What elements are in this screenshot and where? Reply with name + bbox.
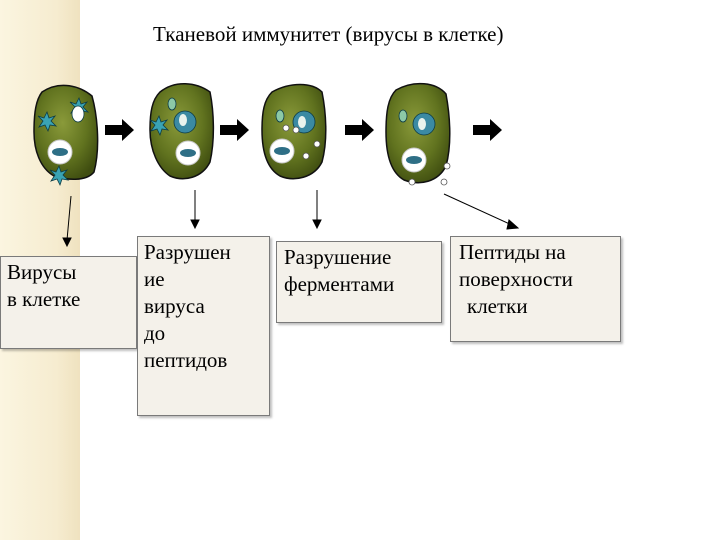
label-line: Разрушен [144, 240, 231, 264]
label-line: ие [144, 267, 165, 291]
label-line: клетки [467, 294, 528, 318]
label-line: вируса [144, 294, 205, 318]
label-enzyme-destruction: Разрушение ферментами [276, 241, 442, 323]
vesicle-icon [167, 97, 177, 111]
inclusion-icon [269, 138, 295, 164]
label-line: Пептиды на [459, 240, 566, 264]
label-line: поверхности [459, 267, 573, 291]
diagram-title: Тканевой иммунитет (вирусы в клетке) [153, 22, 504, 46]
arrow-right-icon [473, 119, 502, 141]
label-line: до [144, 321, 166, 345]
vesicle-icon [71, 105, 85, 123]
label-line: Вирусы [7, 260, 77, 284]
cell-stage-1 [33, 84, 99, 187]
surface-peptides [408, 162, 451, 186]
virus-icon [149, 114, 170, 137]
cell-stage-2 [149, 83, 215, 180]
label-surface-peptides: Пептиды на поверхности клетки [450, 236, 621, 342]
arrow-right-icon [220, 119, 249, 141]
inclusion-icon [175, 140, 201, 166]
vesicle-icon [398, 109, 408, 123]
inclusion-icon [47, 139, 73, 165]
label-line: ферментами [284, 272, 395, 296]
label-line: в клетке [7, 287, 81, 311]
label-line: Разрушение [284, 245, 392, 269]
label-virus-in-cell: Вирусы в клетке [0, 256, 137, 349]
vesicle-icon [275, 109, 285, 123]
cell-stage-4 [385, 82, 451, 186]
arrow-right-icon [105, 119, 134, 141]
pointer-arrows [62, 190, 520, 248]
label-virus-destruction: Разрушен ие вируса до пептидов [137, 236, 270, 416]
enzyme-particles [282, 124, 321, 160]
label-line: пептидов [144, 348, 228, 372]
cell-stage-3 [261, 83, 327, 180]
nucleus-icon [292, 110, 316, 134]
nucleus-icon [173, 110, 197, 134]
nucleus-icon [412, 112, 436, 136]
inclusion-icon [401, 147, 427, 173]
arrow-right-icon [345, 119, 374, 141]
block-arrows [105, 119, 502, 141]
